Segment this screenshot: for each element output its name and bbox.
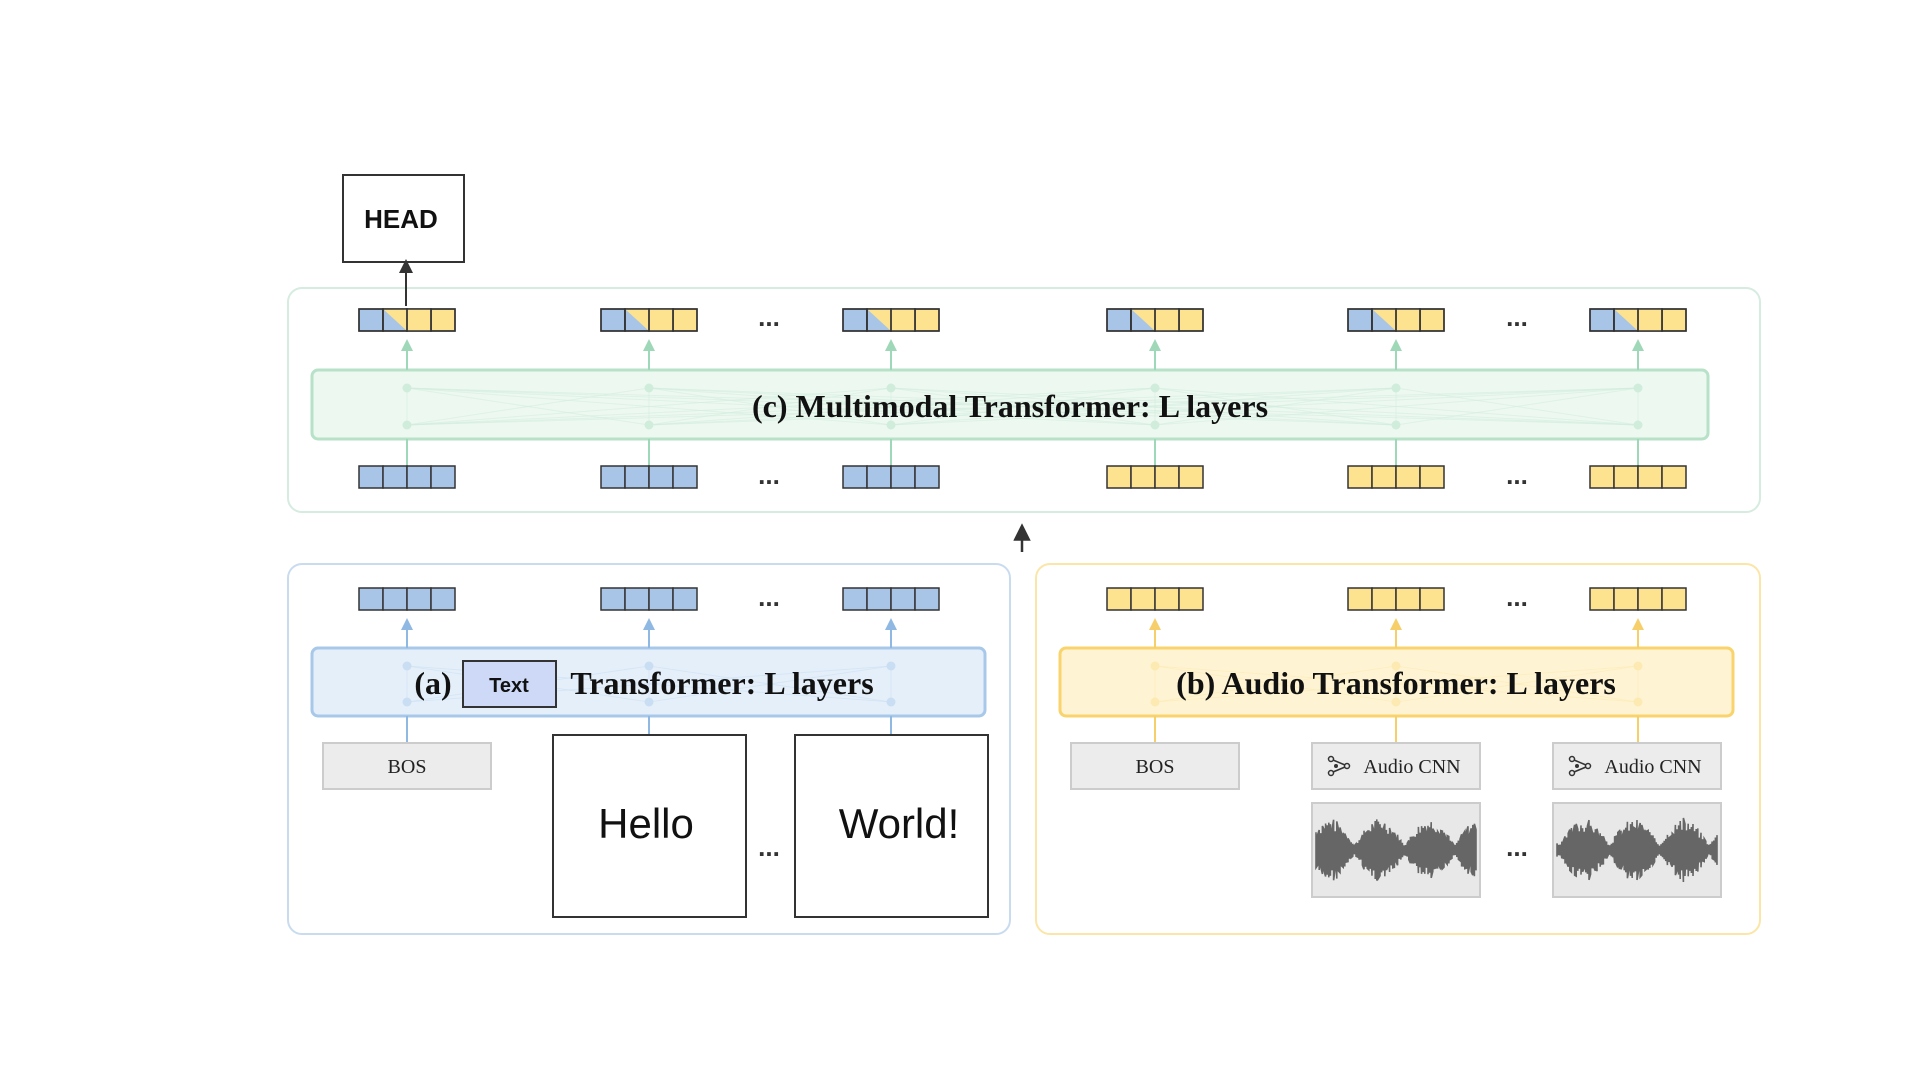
text-encoder-output-vector — [842, 587, 940, 611]
text-bos-token: BOS — [322, 742, 492, 790]
audio-cnn-label-2: Audio CNN — [1604, 756, 1701, 778]
audio-bos-token: BOS — [1070, 742, 1240, 790]
word-card-hello: Hello — [552, 734, 747, 918]
text-panel — [287, 563, 1011, 935]
network-icon — [1327, 755, 1351, 777]
ellipsis: ... — [1506, 460, 1528, 490]
audio-panel — [1035, 563, 1761, 935]
text-transformer-title: Transformer: L layers — [570, 665, 873, 701]
fused-output-vector — [600, 308, 698, 332]
ellipsis: ... — [1506, 302, 1528, 332]
network-icon — [1568, 755, 1592, 777]
ellipsis: ... — [1506, 832, 1528, 862]
ellipsis: ... — [758, 302, 780, 332]
multimodal-panel — [287, 287, 1761, 513]
multimodal-transformer-title: (c) Multimodal Transformer: L layers — [752, 388, 1268, 424]
fused-output-vector — [1589, 308, 1687, 332]
text-embedding-vector — [358, 465, 456, 489]
audio-encoder-output-vector — [1347, 587, 1445, 611]
audio-transformer-title: (b) Audio Transformer: L layers — [1176, 665, 1616, 701]
ellipsis: ... — [758, 832, 780, 862]
text-encoder-output-vector — [600, 587, 698, 611]
audio-embedding-vector — [1106, 465, 1204, 489]
text-transformer-prefix: (a) — [414, 665, 451, 701]
fused-output-vector — [1106, 308, 1204, 332]
text-bos-label: BOS — [388, 756, 427, 778]
audio-cnn-1: Audio CNN — [1311, 742, 1481, 790]
text-badge: Text — [489, 675, 529, 697]
text-embedding-vector — [600, 465, 698, 489]
audio-embedding-vector — [1347, 465, 1445, 489]
audio-encoder-output-vector — [1106, 587, 1204, 611]
audio-bos-label: BOS — [1136, 756, 1175, 778]
word-hello: Hello — [598, 800, 694, 847]
waveform-2 — [1552, 802, 1722, 898]
audio-cnn-2: Audio CNN — [1552, 742, 1722, 790]
head-label: HEAD — [364, 204, 438, 234]
ellipsis: ... — [758, 460, 780, 490]
fused-output-vector — [842, 308, 940, 332]
fused-output-vector — [358, 308, 456, 332]
waveform-icon — [1315, 819, 1477, 882]
waveform-icon — [1556, 817, 1718, 883]
audio-cnn-label-1: Audio CNN — [1363, 756, 1460, 778]
connector-lines — [401, 339, 1644, 743]
ellipsis: ... — [758, 582, 780, 612]
token-vectors — [358, 308, 1687, 611]
ellipsis: ... — [1506, 582, 1528, 612]
ellipses-group: ........................ — [758, 302, 1528, 862]
word-world: World! — [839, 800, 960, 847]
multimodal-transformer-block — [310, 368, 1710, 441]
text-encoder-output-vector — [358, 587, 456, 611]
fused-output-vector — [1347, 308, 1445, 332]
audio-encoder-output-vector — [1589, 587, 1687, 611]
audio-embedding-vector — [1589, 465, 1687, 489]
waveform-1 — [1311, 802, 1481, 898]
word-card-world: World! — [794, 734, 989, 918]
text-badge-box — [462, 660, 557, 708]
text-embedding-vector — [842, 465, 940, 489]
head-box: HEAD — [342, 174, 465, 263]
